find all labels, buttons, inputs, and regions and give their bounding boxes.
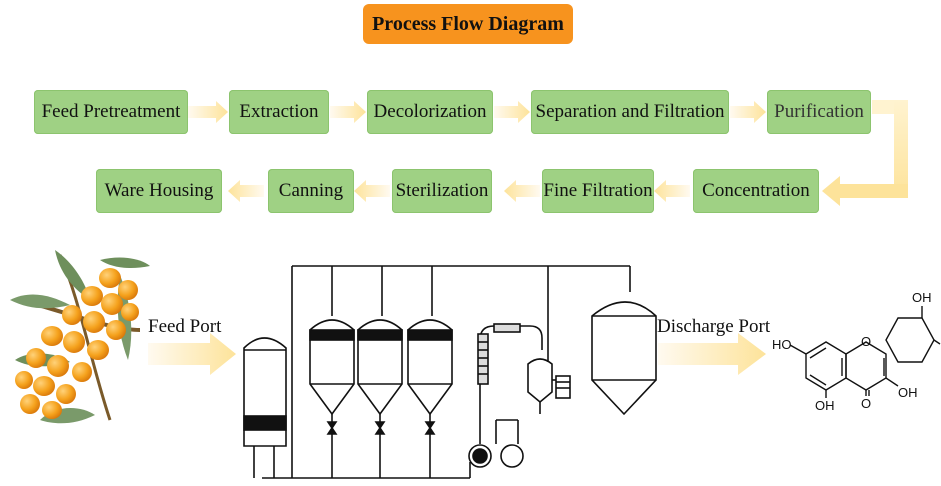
- step-concentration: Concentration: [693, 169, 819, 213]
- flavonoid-molecule-structure: HO OH O OH O OH: [772, 290, 941, 413]
- discharge-arrow: [658, 333, 766, 375]
- flow-arrows-row1: [188, 101, 766, 123]
- molecule-label-4: OH: [898, 385, 918, 400]
- molecule-label-5: O: [861, 396, 871, 411]
- step-decolorization: Decolorization: [367, 90, 493, 134]
- step-fine-filtration: Fine Filtration: [542, 169, 654, 213]
- step-extraction: Extraction: [229, 90, 329, 134]
- step-separation-and-filtration: Separation and Filtration: [531, 90, 729, 134]
- molecule-label-2: O: [861, 334, 871, 349]
- step-feed-pretreatment: Feed Pretreatment: [34, 90, 188, 134]
- step-canning: Canning: [268, 169, 354, 213]
- molecule-label-1: HO: [772, 337, 792, 352]
- molecule-label-0: OH: [912, 290, 932, 305]
- feed-arrow: [148, 333, 236, 375]
- step-purification: Purification: [767, 90, 871, 134]
- sea-buckthorn-berries-image: [10, 250, 150, 424]
- elbow-connector-arrow: [822, 100, 908, 206]
- equipment-schematic: [243, 265, 657, 479]
- discharge-port-label: Discharge Port: [657, 316, 771, 337]
- molecule-label-3: OH: [815, 398, 835, 413]
- step-ware-housing: Ware Housing: [96, 169, 222, 213]
- step-sterilization: Sterilization: [392, 169, 492, 213]
- flow-arrows-row2: [228, 180, 690, 202]
- feed-port-label: Feed Port: [148, 316, 222, 337]
- diagram-title: Process Flow Diagram: [363, 4, 573, 44]
